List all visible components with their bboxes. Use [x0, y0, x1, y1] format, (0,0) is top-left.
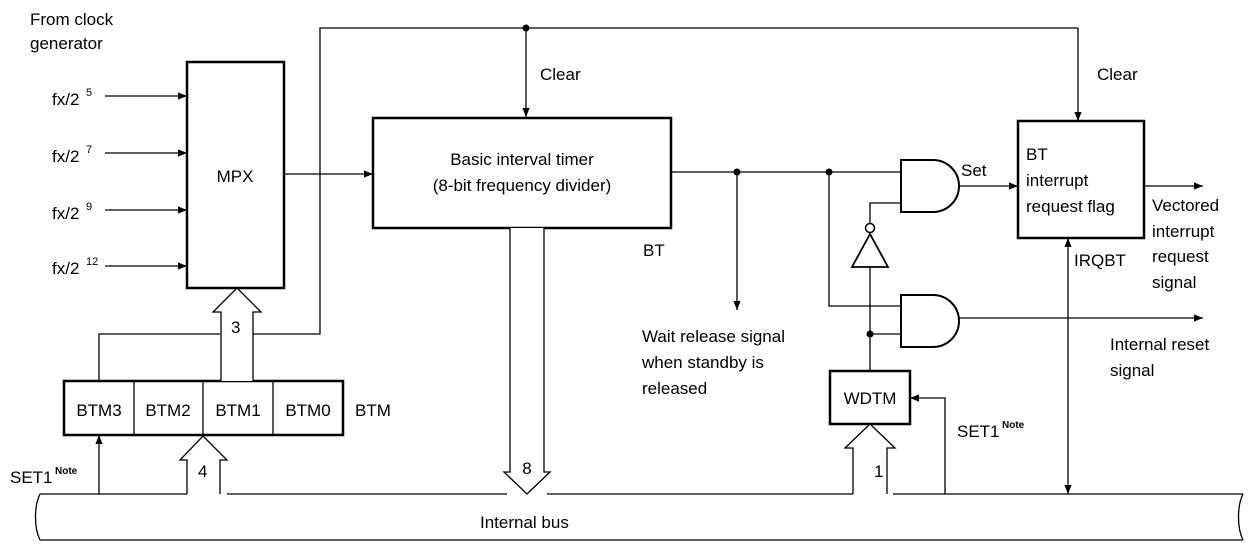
fx-exp-3: 9	[86, 201, 92, 213]
vectored-label-2: interrupt	[1152, 222, 1215, 241]
bus-width-3: 3	[231, 318, 240, 337]
bt-interrupt-flag	[1016, 119, 1146, 240]
internal-bus-label: Internal bus	[480, 513, 569, 532]
btm0-cell: BTM0	[285, 401, 330, 420]
vectored-label-3: request	[1152, 247, 1209, 266]
flag-label-2: interrupt	[1026, 171, 1089, 190]
clock-source-label-2: generator	[30, 34, 103, 53]
btm-label: BTM	[355, 401, 391, 420]
set1-label-wdtm: SET1	[957, 422, 1000, 441]
btm3-clear-wire	[98, 333, 220, 381]
set1-note-wdtm: Note	[1002, 420, 1025, 431]
timer-label: Basic interval timer	[450, 150, 594, 169]
fx-input-1: fx/2	[52, 90, 79, 109]
mpx-label: MPX	[217, 167, 254, 186]
set1-label-btm: SET1	[10, 468, 53, 487]
mpx-block	[185, 60, 286, 290]
btm1-cell: BTM1	[215, 401, 260, 420]
fx-input-3: fx/2	[52, 204, 79, 223]
fx-input-2: fx/2	[52, 147, 79, 166]
inverter-bubble	[864, 222, 876, 234]
internal-bus	[34, 493, 1244, 541]
bus-arrow-4	[178, 435, 229, 494]
bus-arrow-8	[502, 228, 552, 495]
fx-input-4: fx/2	[52, 259, 79, 278]
clock-source-label: From clock	[30, 10, 114, 29]
inverter-gate	[850, 232, 890, 268]
and-reset-input-wire	[828, 172, 901, 307]
bus-width-8: 8	[522, 459, 531, 478]
bus-arrow-1	[843, 423, 897, 494]
inverter-to-and-wire	[869, 202, 901, 223]
bus-arrow-3	[211, 287, 263, 381]
timer-label-2: (8-bit frequency divider)	[433, 176, 612, 195]
flag-label: BT	[1026, 145, 1048, 164]
clear-wire	[235, 27, 1078, 335]
basic-interval-timer	[371, 116, 673, 230]
wait-release-label: Wait release signal	[642, 327, 785, 346]
fx-exp-1: 5	[86, 87, 92, 99]
internal-reset-label: Internal reset	[1110, 335, 1209, 354]
and-gate-reset	[900, 294, 960, 348]
clear-label-timer: Clear	[540, 65, 581, 84]
wdtm-label: WDTM	[844, 389, 897, 408]
clear-label-flag: Clear	[1097, 65, 1138, 84]
bus-width-4: 4	[198, 462, 207, 481]
wait-release-label-3: released	[642, 379, 707, 398]
set1-note-btm: Note	[55, 466, 78, 477]
vectored-label-4: signal	[1152, 273, 1196, 292]
wait-release-label-2: when standby is	[641, 353, 764, 372]
bt-label: BT	[643, 241, 665, 260]
and-gate-set	[900, 159, 960, 213]
vectored-label: Vectored	[1152, 196, 1219, 215]
irqbt-label: IRQBT	[1074, 251, 1126, 270]
flag-label-3: request flag	[1026, 197, 1115, 216]
internal-reset-label-2: signal	[1110, 361, 1154, 380]
bus-width-1: 1	[874, 462, 883, 481]
btm2-cell: BTM2	[145, 401, 190, 420]
fx-exp-4: 12	[86, 256, 98, 268]
btm3-cell: BTM3	[76, 401, 121, 420]
fx-exp-2: 7	[86, 144, 92, 156]
set-label: Set	[961, 161, 987, 180]
set1-wdtm-wire	[910, 394, 946, 494]
